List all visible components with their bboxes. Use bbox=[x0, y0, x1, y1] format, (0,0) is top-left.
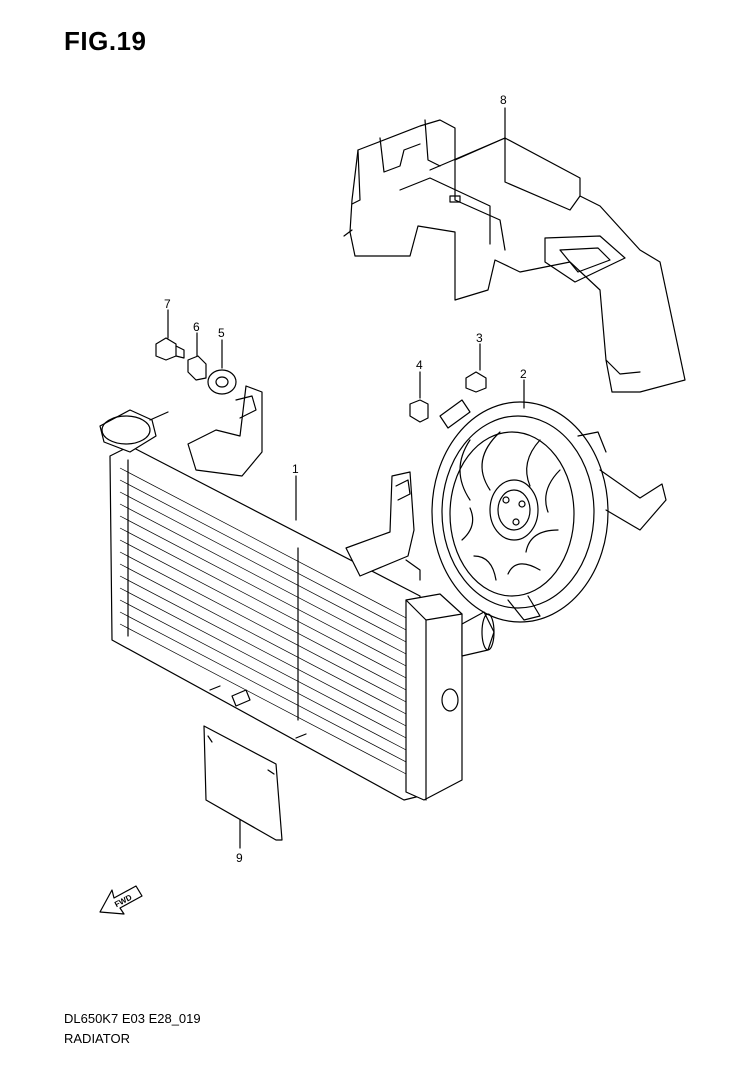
figure-title: FIG.19 bbox=[64, 26, 147, 56]
leader-lines bbox=[167, 107, 525, 849]
diagram-caption: RADIATOR bbox=[64, 1031, 130, 1046]
grommet-part-5 bbox=[207, 369, 237, 395]
callout-2: 2 bbox=[520, 367, 527, 381]
callout-8: 8 bbox=[500, 93, 507, 107]
radiator-part-1 bbox=[99, 385, 495, 801]
callout-7: 7 bbox=[164, 297, 171, 311]
cooling-fan-part-2 bbox=[431, 399, 667, 623]
collar-part-6 bbox=[187, 355, 207, 381]
callout-6: 6 bbox=[193, 320, 200, 334]
callout-5: 5 bbox=[218, 326, 225, 340]
callout-labels: 8 7 6 5 3 4 2 1 9 bbox=[164, 93, 527, 865]
nut-part-4 bbox=[409, 399, 429, 423]
diagram-code: DL650K7 E03 E28_019 bbox=[64, 1011, 201, 1026]
bolt-part-3 bbox=[465, 371, 487, 393]
guard-plate-part-9 bbox=[203, 725, 283, 841]
callout-3: 3 bbox=[476, 331, 483, 345]
callout-1: 1 bbox=[292, 462, 299, 476]
radiator-cover-part-8 bbox=[343, 119, 686, 393]
fwd-arrow-icon: FWD bbox=[99, 885, 143, 915]
callout-9: 9 bbox=[236, 851, 243, 865]
callout-4: 4 bbox=[416, 358, 423, 372]
bolt-part-7 bbox=[155, 337, 185, 361]
